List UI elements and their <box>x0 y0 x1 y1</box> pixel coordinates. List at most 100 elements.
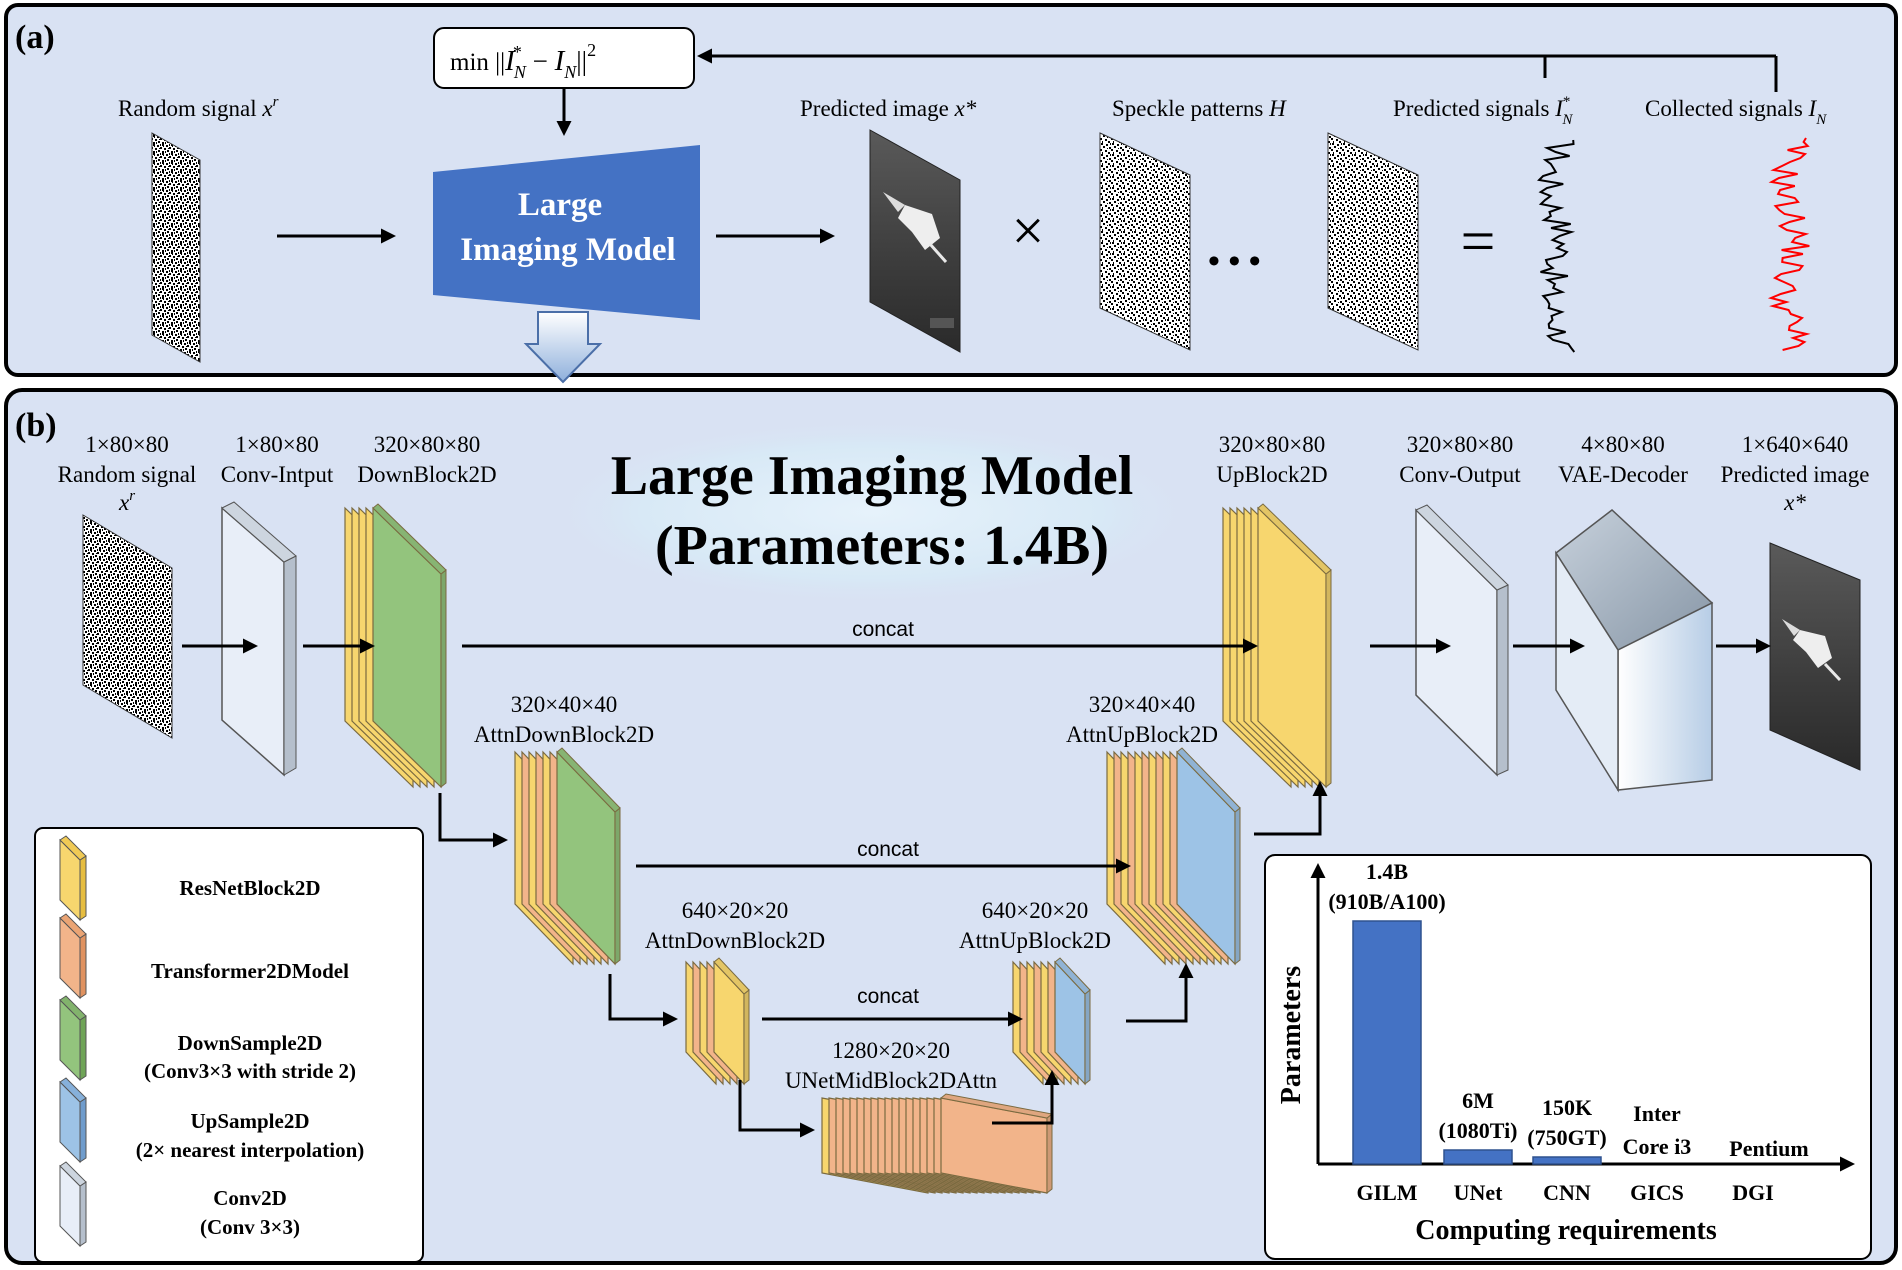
chart-marks: GILM1.4B(910B/A100)UNet6M(1080Ti)CNN150K… <box>1328 859 1808 1205</box>
down2-stack <box>514 747 621 966</box>
a-predicted-image-label: Predicted image x* <box>800 96 977 121</box>
a-equals-sign: = <box>1461 208 1496 276</box>
label-up1: 320×80×80 UpBlock2D <box>1216 432 1327 487</box>
param-chart: Parameters Computing requirements GILM1.… <box>1264 854 1872 1260</box>
a-speckle-pattern-1 <box>1099 132 1191 351</box>
b-vae-decoder <box>1554 509 1714 793</box>
svg-text:x*: x* <box>1783 490 1806 515</box>
legend-item-transformer: Transformer2DModel <box>59 913 349 1000</box>
down2-stack-side <box>614 806 621 966</box>
loss-col-symbol: I <box>554 45 566 77</box>
mid-stack <box>821 1093 1054 1195</box>
b-predicted-image <box>1769 542 1861 771</box>
down3-stack-top <box>713 957 750 995</box>
b-title-line1: Large Imaging Model <box>611 445 1134 507</box>
a-speckle-label: Speckle patterns H <box>1112 96 1287 121</box>
concat-label-2: concat <box>857 838 919 861</box>
down1-stack <box>344 503 447 789</box>
label-down2: 320×40×40 AttnDownBlock2D <box>474 692 654 747</box>
svg-text:ResNetBlock2D: ResNetBlock2D <box>179 876 320 900</box>
up3-stack-top <box>1054 957 1091 995</box>
a-random-signal-label: Random signal xr <box>118 94 279 121</box>
block-stacks <box>344 503 1332 1195</box>
svg-text:4×80×80: 4×80×80 <box>1581 432 1664 457</box>
label-conv-output: 320×80×80 Conv-Output <box>1399 432 1521 487</box>
b-random-signal-image <box>82 514 173 739</box>
svg-text:Conv2D: Conv2D <box>213 1186 287 1210</box>
b-conv-output-slab <box>1415 504 1509 777</box>
label-mid: 1280×20×20 UNetMidBlock2DAttn <box>785 1038 998 1093</box>
svg-text:DownBlock2D: DownBlock2D <box>357 462 496 487</box>
svg-text:1280×20×20: 1280×20×20 <box>832 1038 950 1063</box>
label-conv-input: 1×80×80 Conv-Intput <box>221 432 334 487</box>
svg-text:DownSample2D: DownSample2D <box>178 1031 323 1055</box>
arrow-mid-to-up3 <box>992 1070 1060 1125</box>
b-arrows <box>182 638 1771 1138</box>
arrow-down1-to-down2 <box>438 793 508 848</box>
svg-text:Conv-Intput: Conv-Intput <box>221 462 334 487</box>
label-predicted: 1×640×640 Predicted image x* <box>1721 432 1870 515</box>
svg-text:(Conv 3×3): (Conv 3×3) <box>200 1215 300 1239</box>
concat-label-3: concat <box>857 985 919 1008</box>
label-random-signal: 1×80×80 Random signal xr <box>58 432 197 515</box>
chart-x-label: Computing requirements <box>1415 1215 1717 1246</box>
loss-prefix: min || <box>450 49 505 76</box>
label-up2: 320×40×40 AttnUpBlock2D <box>1066 692 1218 747</box>
concat-label-1: concat <box>852 618 914 641</box>
arrow-up2-to-up1 <box>1254 781 1328 836</box>
b-conv-input-slab <box>221 501 297 777</box>
up2-stack-side <box>1234 806 1241 966</box>
svg-text:320×80×80: 320×80×80 <box>1219 432 1325 457</box>
up3-stack-side <box>1084 988 1091 1086</box>
chart-tick-gilm: GILM <box>1356 1180 1417 1205</box>
chart-tick-cnn: CNN <box>1543 1180 1591 1205</box>
svg-text:AttnUpBlock2D: AttnUpBlock2D <box>959 928 1111 953</box>
chart-value-label-gics: Inter <box>1633 1101 1681 1126</box>
loss-minus: − <box>526 46 555 76</box>
title-glow <box>542 417 1202 607</box>
label-down3: 640×20×20 AttnDownBlock2D <box>645 898 825 953</box>
loss-pow: 2 <box>587 40 596 60</box>
svg-text:Conv-Output: Conv-Output <box>1399 462 1521 487</box>
loss-suffix: || <box>576 46 587 76</box>
svg-text:1×80×80: 1×80×80 <box>235 432 318 457</box>
a-to-b-arrow <box>523 311 603 384</box>
down1-stack-top <box>372 503 447 575</box>
a-speckle-pattern-2 <box>1327 132 1419 351</box>
a-model-line2: Imaging Model <box>460 232 675 268</box>
svg-text:min ||I*N − IN||2: min ||I*N − IN||2 <box>450 40 596 82</box>
loss-col-sub: N <box>563 62 577 82</box>
svg-text:Transformer2DModel: Transformer2DModel <box>151 959 349 983</box>
loss-pred-symbol: I <box>504 45 516 77</box>
svg-text:(2× nearest interpolation): (2× nearest interpolation) <box>136 1138 365 1162</box>
a-random-signal-image <box>151 132 201 363</box>
arrow-down2-to-down3 <box>608 974 678 1027</box>
chart-value-label-unet: 6M <box>1462 1088 1494 1113</box>
a-times-sign: × <box>1012 198 1045 263</box>
up3-stack <box>1012 957 1091 1086</box>
svg-text:1×640×640: 1×640×640 <box>1742 432 1848 457</box>
loss-box: min ||I*N − IN||2 <box>433 27 695 89</box>
svg-text:UpSample2D: UpSample2D <box>190 1109 309 1133</box>
a-predicted-signal-trace <box>1537 139 1576 353</box>
panel-b-tag: (b) <box>15 407 57 444</box>
svg-text:UNetMidBlock2DAttn: UNetMidBlock2DAttn <box>785 1068 998 1093</box>
chart-value-label-cnn: 150K <box>1542 1095 1592 1120</box>
svg-text:AttnDownBlock2D: AttnDownBlock2D <box>645 928 825 953</box>
a-collected-signals-label: Collected signals IN <box>1645 96 1827 128</box>
svg-text:320×80×80: 320×80×80 <box>374 432 480 457</box>
mid-stack-side <box>1046 1112 1053 1195</box>
down1-stack-side <box>440 568 447 789</box>
svg-text:AttnUpBlock2D: AttnUpBlock2D <box>1066 722 1218 747</box>
chart-tick-dgi: DGI <box>1732 1180 1774 1205</box>
chart-bar-gilm <box>1352 920 1422 1165</box>
arrow-down3-to-mid <box>738 1080 815 1138</box>
chart-value-label-dgi: Pentium <box>1729 1136 1808 1161</box>
svg-text:320×40×40: 320×40×40 <box>1089 692 1195 717</box>
up1-stack-side <box>1325 568 1332 789</box>
a-predicted-image <box>869 129 961 353</box>
loss-pred-sup: * <box>513 42 522 62</box>
legend-item-resnet: ResNetBlock2D <box>59 835 321 922</box>
label-down1: 320×80×80 DownBlock2D <box>357 432 496 487</box>
